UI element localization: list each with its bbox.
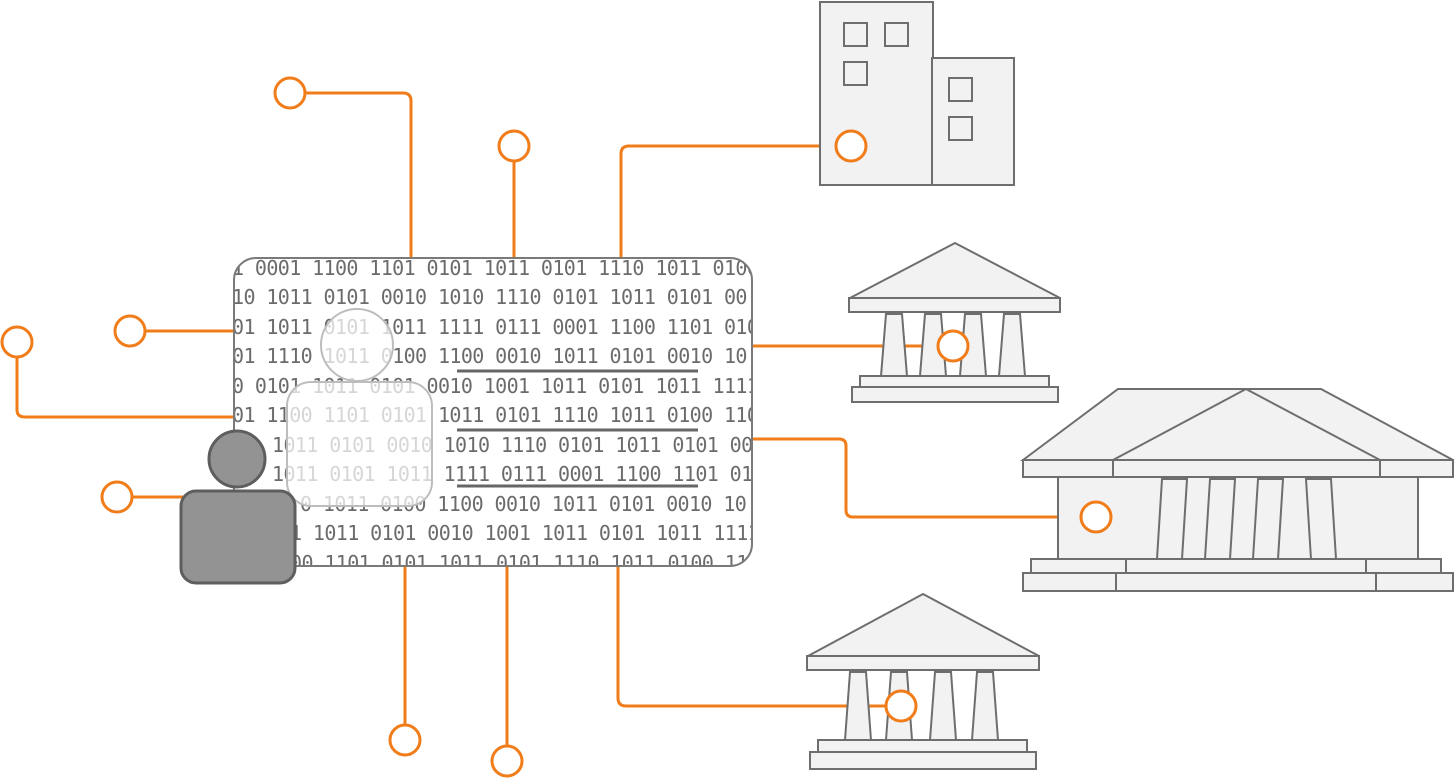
binary-row: 00 1101 0101 1011 0101 1110 1011 0100 11 [290, 551, 748, 575]
bank-icon [848, 241, 1061, 403]
office-building-icon [819, 1, 1015, 186]
node-circle [936, 329, 970, 363]
node-circle [388, 723, 422, 757]
wire-to-office [619, 144, 838, 262]
wire-far-left [15, 356, 238, 419]
photo-placeholder-icon [286, 308, 433, 507]
node-circle [834, 129, 868, 163]
bank-icon [806, 592, 1040, 770]
binary-row: 1 0001 1100 1101 0101 1011 0101 1110 101… [232, 256, 781, 280]
binary-row: 01 1110 1011 0100 1100 0010 1011 0101 00… [232, 344, 747, 368]
binary-row: 01 1011 0101 1011 1111 0111 0001 1100 11… [232, 315, 793, 339]
binary-row: 10 1011 0101 0010 1010 1110 0101 1011 01… [232, 285, 747, 309]
text-lines [457, 369, 698, 488]
wire-to-government [748, 437, 1082, 519]
government-building-icon [1019, 387, 1454, 592]
binary-row: 1 1011 0101 0010 1001 1011 0101 1011 111… [290, 521, 782, 545]
digital-id-card-icon: 1 0001 1100 1101 0101 1011 0101 1110 101… [232, 256, 793, 575]
node-circle [1079, 500, 1113, 534]
node-circle [884, 689, 918, 723]
wire-to-bank-2 [616, 564, 888, 708]
wire-top-left [303, 91, 413, 262]
node-circle [497, 129, 531, 163]
node-circle [0, 325, 34, 359]
node-circle [490, 744, 524, 778]
person-icon [179, 429, 297, 585]
connector-wires [15, 91, 1082, 748]
node-circle [100, 480, 134, 514]
connector-nodes [0, 76, 1113, 778]
node-circle [113, 314, 147, 348]
node-circle [273, 76, 307, 110]
